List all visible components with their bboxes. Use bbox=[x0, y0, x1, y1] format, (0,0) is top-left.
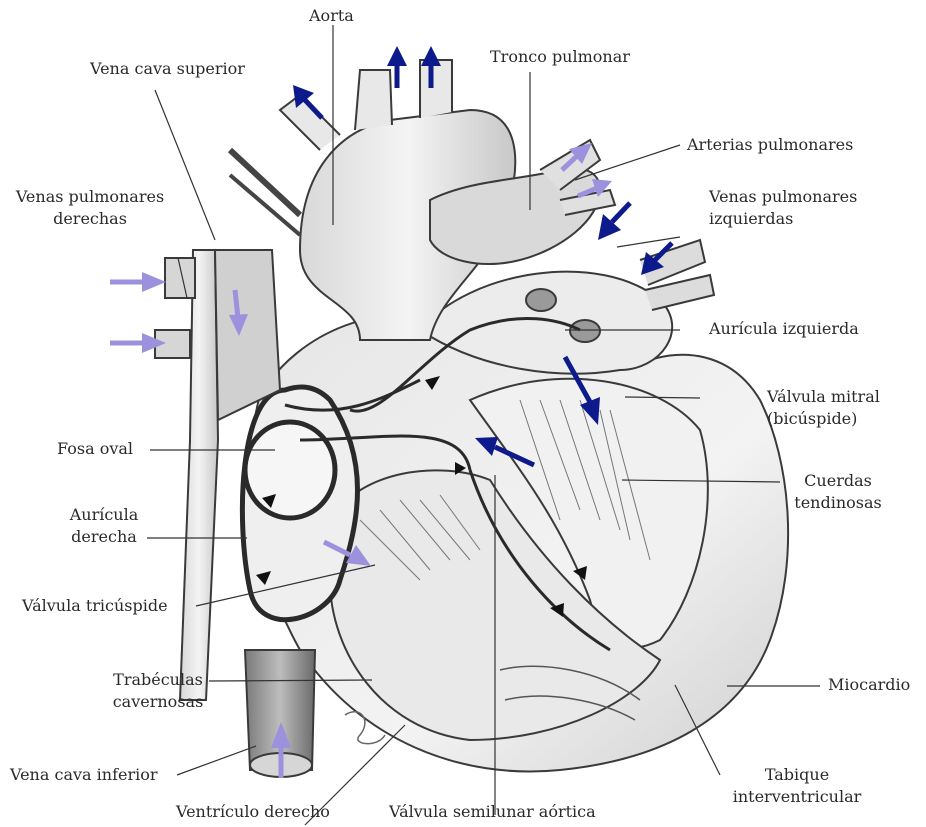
label-trabeculas-cavernosas-line2: cavernosas bbox=[106, 691, 210, 713]
label-venas-pulmonares-izquierdas-line1: Venas pulmonares bbox=[709, 186, 857, 208]
label-valvula-mitral-line2: (bicúspide) bbox=[767, 408, 880, 430]
label-cuerdas-tendinosas-line1: Cuerdas bbox=[776, 470, 900, 492]
fosa-oval-shape bbox=[245, 422, 335, 518]
label-valvula-tricuspide: Válvula tricúspide bbox=[22, 595, 168, 617]
label-auricula-derecha-line2: derecha bbox=[60, 526, 148, 548]
label-tronco-pulmonar: Tronco pulmonar bbox=[490, 46, 630, 68]
label-venas-pulmonares-derechas: Venas pulmonares derechas bbox=[6, 186, 174, 230]
label-miocardio: Miocardio bbox=[828, 674, 910, 696]
label-auricula-izquierda: Aurícula izquierda bbox=[709, 318, 859, 340]
label-arterias-pulmonares: Arterias pulmonares bbox=[687, 134, 853, 156]
label-trabeculas-cavernosas: Trabéculas cavernosas bbox=[106, 669, 210, 713]
label-vena-cava-inferior: Vena cava inferior bbox=[10, 764, 158, 786]
label-valvula-mitral-line1: Válvula mitral bbox=[767, 386, 880, 408]
label-tabique-interventricular: Tabique interventricular bbox=[722, 764, 872, 808]
label-fosa-oval: Fosa oval bbox=[57, 438, 133, 460]
label-valvula-semilunar-aortica: Válvula semilunar aórtica bbox=[389, 801, 596, 823]
label-vena-cava-superior: Vena cava superior bbox=[90, 58, 245, 80]
label-tabique-interventricular-line2: interventricular bbox=[722, 786, 872, 808]
label-cuerdas-tendinosas-line2: tendinosas bbox=[776, 492, 900, 514]
label-cuerdas-tendinosas: Cuerdas tendinosas bbox=[776, 470, 900, 514]
label-auricula-derecha: Aurícula derecha bbox=[60, 504, 148, 548]
label-valvula-mitral: Válvula mitral (bicúspide) bbox=[767, 386, 880, 430]
superior-vena-cava-vessel bbox=[180, 250, 218, 700]
label-aorta: Aorta bbox=[309, 5, 354, 27]
label-trabeculas-cavernosas-line1: Trabéculas bbox=[106, 669, 210, 691]
label-ventriculo-derecho: Ventrículo derecho bbox=[176, 801, 330, 823]
label-tabique-interventricular-line1: Tabique bbox=[722, 764, 872, 786]
heart-illustration bbox=[155, 60, 788, 777]
label-auricula-derecha-line1: Aurícula bbox=[60, 504, 148, 526]
label-venas-pulmonares-izquierdas: Venas pulmonares izquierdas bbox=[709, 186, 857, 230]
label-venas-pulmonares-izquierdas-line2: izquierdas bbox=[709, 208, 857, 230]
label-venas-pulmonares-derechas-line1: Venas pulmonares bbox=[6, 186, 174, 208]
label-venas-pulmonares-derechas-line2: derechas bbox=[6, 208, 174, 230]
